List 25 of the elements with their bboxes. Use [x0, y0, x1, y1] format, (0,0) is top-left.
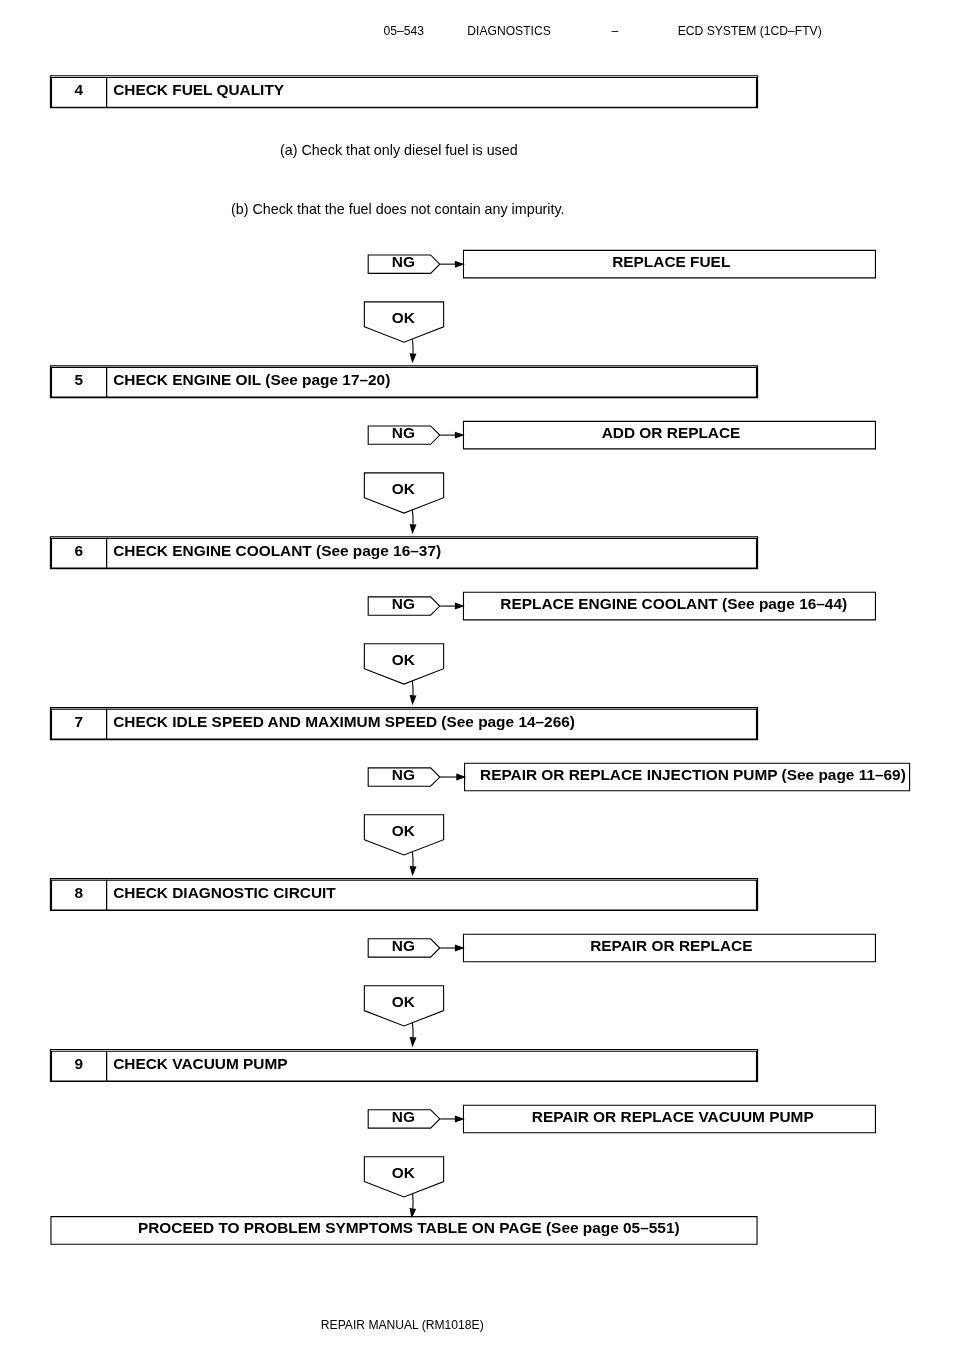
arrow	[439, 944, 465, 952]
arrow	[409, 1193, 417, 1219]
arrow	[439, 773, 467, 781]
node-box: REPAIR OR REPLACE INJECTION PUMP (See page 11–69)	[464, 762, 911, 792]
node-box: REPLACE ENGINE COOLANT (See page 16–44)	[462, 591, 876, 621]
arrow	[439, 431, 465, 439]
arrow	[409, 1022, 417, 1048]
label: 05–543	[383, 24, 425, 39]
node-box: ADD OR REPLACE	[462, 420, 876, 450]
node-label: (a) Check that only diesel fuel is used	[280, 141, 518, 158]
node-label: (b) Check that the fuel does not contain any impurity.	[231, 201, 565, 218]
label: REPAIR MANUAL (RM1018E)	[320, 1317, 484, 1332]
arrow	[439, 1115, 465, 1123]
node-box: PROCEED TO PROBLEM SYMPTOMS TABLE ON PAGE (See page 05–551)	[50, 1216, 758, 1245]
arrow	[409, 509, 417, 535]
node-box: REPAIR OR REPLACE VACUUM PUMP	[462, 1104, 876, 1134]
label: DIAGNOSTICS	[467, 24, 551, 39]
node-box: REPAIR OR REPLACE	[462, 933, 876, 963]
arrow	[439, 602, 465, 610]
label: ECD SYSTEM (1CD–FTV)	[677, 24, 822, 39]
arrow	[409, 680, 417, 706]
arrow	[409, 851, 417, 877]
arrow	[409, 338, 417, 364]
label: –	[611, 24, 619, 39]
node-box: REPLACE FUEL	[462, 249, 876, 279]
